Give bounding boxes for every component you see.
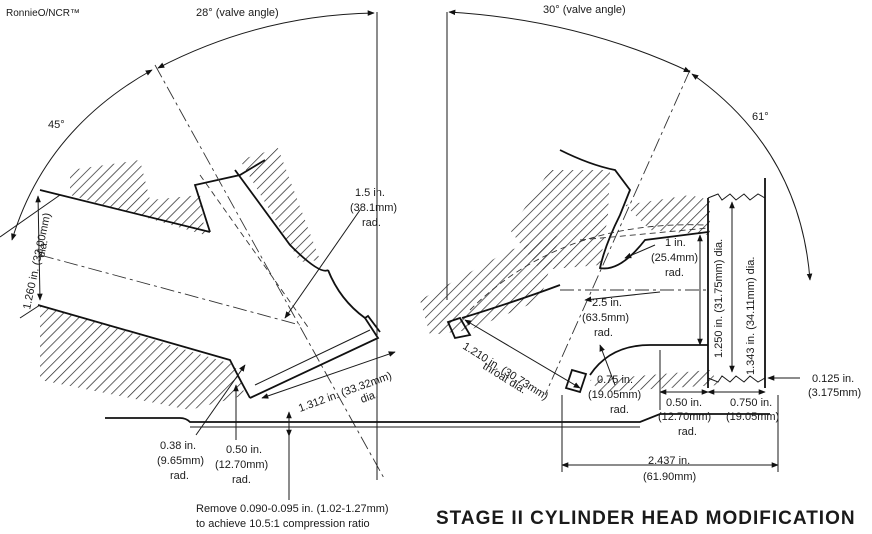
right-rad1-1: 1 in. [665, 237, 686, 249]
left-bowl-rad-2: (38.1mm) [350, 202, 397, 214]
credit-text: RonnieO/NCR™ [6, 8, 80, 19]
left-port-section [37, 12, 386, 481]
right-valve-angle-label: 30° (valve angle) [543, 4, 626, 16]
left-bowl-rad-1: 1.5 in. [355, 187, 385, 199]
right-throat-dim [464, 319, 581, 389]
left-port-centerline [39, 254, 301, 326]
diagram-title: STAGE II CYLINDER HEAD MODIFICATION [436, 508, 856, 529]
right-rad25-leader [584, 291, 661, 303]
right-rad050-2: (12.70mm) [658, 411, 711, 423]
left-rad050-1: 0.50 in. [226, 444, 262, 456]
right-rad1-3: rad. [665, 267, 684, 279]
left-seat-dia-2: dia. [359, 388, 380, 405]
right-dia1250-label: 1.250 in. (31.75mm) dia. [713, 239, 725, 358]
left-port-dia-label-1: 1.260 in. (32.00mm) [21, 212, 53, 311]
right-roof-dash [469, 224, 706, 311]
left-seat-inner [254, 329, 371, 386]
right-valve-angle-arc [448, 9, 691, 73]
left-bowl-curve [327, 269, 366, 319]
right-rad1-leader [624, 244, 656, 259]
right-port-section [420, 12, 766, 396]
right-port-roof [559, 149, 709, 270]
left-rad038-leader [195, 364, 246, 436]
right-upper-hatch-2 [625, 195, 710, 235]
left-lower-hatch [40, 305, 245, 410]
right-rad075-leader [599, 344, 616, 386]
right-stem-dash [579, 227, 709, 241]
right-port-floor [461, 284, 708, 376]
left-bowl-rad-3: rad. [362, 217, 381, 229]
right-rad1-2: (25.4mm) [651, 252, 698, 264]
right-rad25-1: 2.5 in. [592, 297, 622, 309]
left-seat-dia-dim [261, 351, 396, 399]
left-valve-angle-arc [157, 10, 375, 69]
right-lower-hatch [420, 235, 560, 335]
right-len0750-1: 0.750 in. [730, 397, 772, 409]
right-len0750-2: (19.05mm) [726, 411, 779, 423]
left-valve-angle-label: 28° (valve angle) [196, 7, 279, 19]
left-rad050-3: rad. [232, 474, 251, 486]
left-45-label: 45° [48, 119, 65, 131]
left-rad038-2: (9.65mm) [157, 455, 204, 467]
left-port-dia-label-2: dia. [35, 239, 50, 259]
right-lower-hatch-2 [590, 370, 720, 392]
right-bottom-threads [707, 375, 766, 383]
right-61-label: 61° [752, 111, 769, 123]
left-bowl-rad-leader [284, 209, 361, 319]
right-len0125-2: (3.175mm) [808, 387, 861, 399]
note-line-2: to achieve 10.5:1 compression ratio [196, 518, 370, 530]
right-rad075-3: rad. [610, 404, 629, 416]
left-upper-hatch [70, 160, 205, 235]
left-port-dia-ext-bot [19, 304, 41, 319]
right-rad25-2: (63.5mm) [582, 312, 629, 324]
right-len2437-1: 2.437 in. [648, 455, 690, 467]
right-len2437-2: (61.90mm) [643, 471, 696, 483]
note-line-1: Remove 0.090-0.095 in. (1.02-1.27mm) [196, 503, 389, 515]
right-rad075-2: (19.05mm) [588, 389, 641, 401]
right-61-arc [691, 73, 813, 281]
right-valve-axis [544, 69, 691, 396]
left-port-dia-ext-top [0, 194, 61, 238]
left-valve-axis [154, 64, 386, 481]
right-rad050-1: 0.50 in. [666, 397, 702, 409]
right-len0125-1: 0.125 in. [812, 373, 854, 385]
head-deck-line [105, 413, 770, 423]
left-45-arc [11, 69, 153, 241]
right-rad050-3: rad. [678, 426, 697, 438]
right-top-threads [707, 193, 766, 201]
left-stem-centerline [199, 174, 311, 331]
left-upper-hatch-2 [240, 148, 320, 262]
left-rad050-2: (12.70mm) [215, 459, 268, 471]
left-rad038-1: 0.38 in. [160, 440, 196, 452]
right-rad25-3: rad. [594, 327, 613, 339]
left-rad038-3: rad. [170, 470, 189, 482]
right-rad075-1: 0.75 in. [597, 374, 633, 386]
right-dia1343-label: 1.343 in. (34.11mm) dia. [745, 257, 757, 375]
left-seat-dia-1: 1.312 in. (33.32mm) [297, 370, 394, 415]
left-port-roof [234, 169, 329, 272]
left-port-dia-line [35, 195, 43, 301]
left-port-bottom-wall [37, 304, 251, 399]
